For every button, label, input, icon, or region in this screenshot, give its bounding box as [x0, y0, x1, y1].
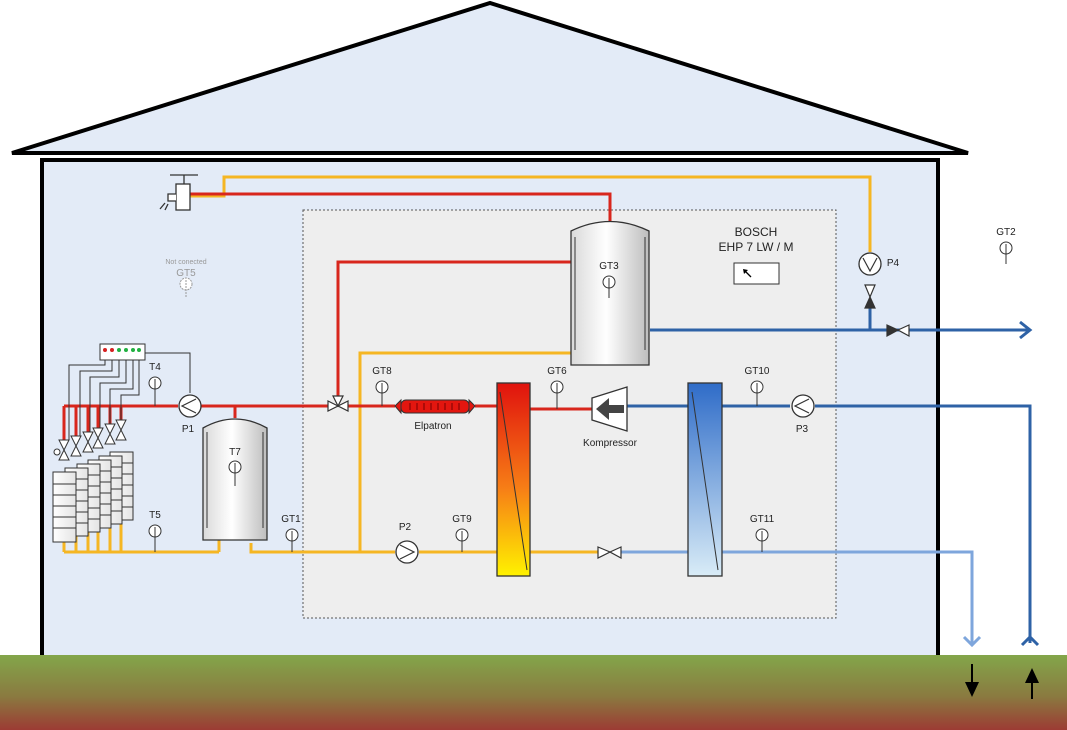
- sensor-gt5-status: Not conected: [165, 259, 206, 266]
- sensor-t4: T4: [148, 362, 162, 406]
- sensor-gt5: Not conected GT5: [165, 259, 207, 298]
- sensor-gt8-label: GT8: [372, 366, 392, 377]
- evaporator-heat-exchanger: [687, 382, 723, 577]
- ground-flow-up-arrow-icon: [1025, 668, 1039, 699]
- radiator-group: [52, 451, 134, 543]
- pump-p2-icon: [395, 540, 419, 564]
- sensor-gt2: GT2: [996, 227, 1016, 264]
- sensor-t7: T7: [228, 447, 242, 486]
- ground-flow-down-arrow-icon: [965, 664, 979, 697]
- control-display: [733, 262, 780, 285]
- cold-pipes: [627, 308, 1040, 647]
- ground: [0, 655, 1067, 730]
- cold-return-pipes: [621, 550, 982, 648]
- sensor-gt1-label: GT1: [281, 514, 301, 525]
- radiator-controller: [99, 343, 146, 361]
- sensor-t4-label: T4: [149, 362, 161, 373]
- sensor-gt11-label: GT11: [750, 514, 775, 525]
- sensor-gt5-label: GT5: [176, 268, 196, 279]
- elpatron-label: Elpatron: [414, 421, 451, 432]
- sensor-t7-label: T7: [229, 447, 241, 458]
- thermostat-wiring: [68, 352, 191, 440]
- sensor-gt2-label: GT2: [996, 227, 1016, 238]
- sensor-gt9: GT9: [452, 514, 472, 552]
- sensor-t5: T5: [148, 510, 162, 552]
- warm-pipes: [62, 175, 872, 554]
- hot-pipes: [62, 192, 612, 440]
- pump-p4-label: P4: [887, 258, 900, 269]
- sensor-gt3: GT3: [599, 261, 619, 298]
- house-roof: [11, 0, 969, 155]
- sensor-gt10: GT10: [744, 366, 770, 406]
- sensor-gt1: GT1: [281, 514, 301, 552]
- sensor-t5-label: T5: [149, 510, 161, 521]
- pump-p1-label: P1: [182, 424, 195, 435]
- sensor-gt9-label: GT9: [452, 514, 472, 525]
- sensor-gt6-label: GT6: [547, 366, 567, 377]
- sensor-gt6: GT6: [547, 366, 567, 409]
- radiator-1: [52, 471, 77, 543]
- pump-p1-icon: [178, 394, 202, 418]
- kompressor-label: Kompressor: [583, 438, 638, 449]
- p4-valve-icon: [864, 284, 876, 309]
- hot-water-tank: [570, 220, 650, 366]
- expansion-valve-icon: [597, 546, 622, 560]
- sensor-gt11: GT11: [750, 514, 775, 552]
- radiator-valves: [53, 419, 127, 461]
- pump-p3-label: P3: [796, 424, 809, 435]
- compressor-icon: [591, 386, 628, 432]
- pump-p2-label: P2: [399, 522, 412, 533]
- condenser-heat-exchanger: [496, 382, 531, 577]
- sensor-gt10-label: GT10: [744, 366, 769, 377]
- check-valve-icon: [886, 324, 910, 338]
- three-way-valve-icon: [327, 395, 349, 412]
- sensor-gt8: GT8: [372, 366, 392, 406]
- water-tap-icon: [159, 174, 198, 211]
- pump-p3-icon: [791, 394, 815, 418]
- sensor-gt3-label: GT3: [599, 261, 619, 272]
- unit-brand: BOSCH: [735, 225, 778, 239]
- unit-model: EHP 7 LW / M: [719, 240, 794, 254]
- pump-p4-icon: [858, 252, 882, 276]
- electric-heater: [394, 398, 476, 415]
